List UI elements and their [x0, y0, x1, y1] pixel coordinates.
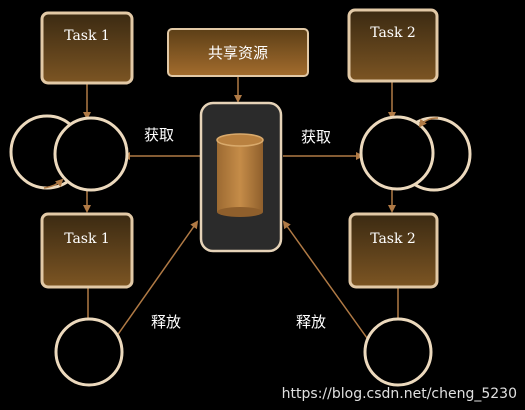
task-box-left-top: Task 1: [40, 11, 134, 85]
shared-resource-box: 共享资源: [167, 28, 309, 77]
database-icon: [216, 133, 264, 217]
arrow-release-right: [282, 220, 373, 346]
task-box-left-top-label: Task 1: [64, 28, 110, 44]
database-panel: [199, 101, 283, 253]
left-front-circle: [53, 116, 129, 192]
left-bottom-circle: [54, 317, 124, 387]
acquire-left-label: 获取: [144, 126, 174, 144]
right-loop-arrow: [418, 117, 439, 128]
task-box-right-bottom-label: Task 2: [370, 231, 416, 247]
task-box-left-bottom-label: Task 1: [64, 231, 110, 247]
task-box-right-bottom: Task 2: [348, 212, 439, 289]
task-box-left-bottom: Task 1: [40, 212, 134, 289]
right-bottom-circle: [363, 317, 433, 387]
acquire-right-label: 获取: [301, 128, 331, 146]
right-loop: [359, 115, 472, 192]
task-box-right-top-label: Task 2: [370, 25, 416, 41]
release-right-label: 释放: [296, 313, 326, 331]
watermark: https://blog.csdn.net/cheng_5230: [282, 386, 517, 402]
task-box-right-top: Task 2: [347, 8, 439, 83]
shared-resource-label: 共享资源: [208, 44, 268, 62]
arrow-release-left: [113, 220, 199, 341]
left-loop: [9, 114, 129, 192]
right-front-circle: [359, 115, 435, 191]
left-loop-arrow: [43, 178, 64, 189]
release-left-label: 释放: [151, 313, 181, 331]
